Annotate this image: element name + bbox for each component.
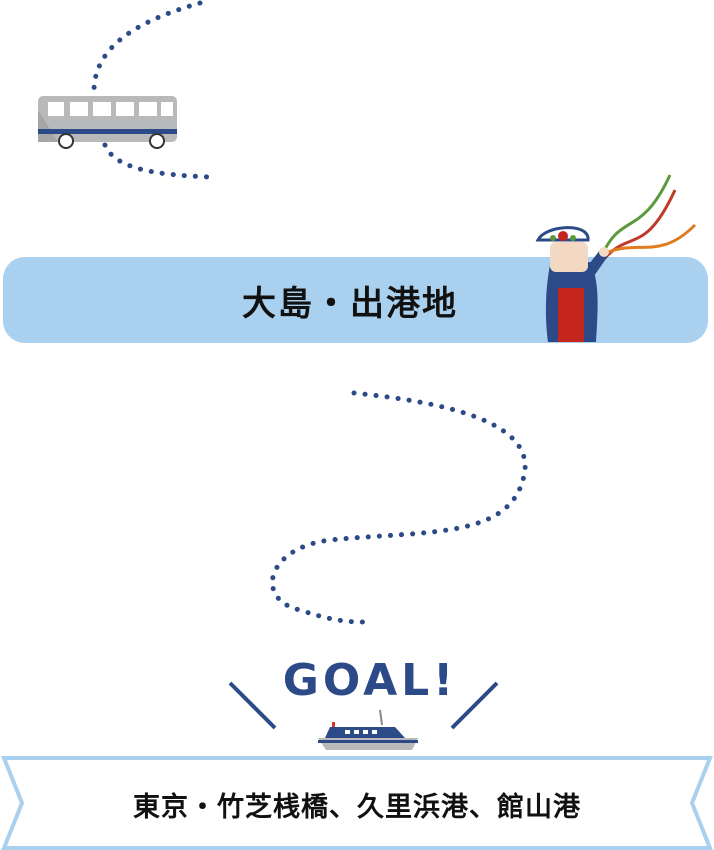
oshima-anko-mascot-icon — [535, 174, 697, 342]
destination-banner — [1, 756, 713, 850]
goal-ray-right — [450, 681, 499, 730]
ferry-icon — [318, 709, 418, 750]
departure-label: 大島・出港地 — [242, 283, 458, 324]
goal-label: GOAL! — [282, 654, 458, 706]
bus-icon — [38, 96, 177, 149]
goal-ray-left — [228, 681, 277, 730]
route-dotted-line-top — [91, 0, 213, 180]
destination-label: 東京・竹芝桟橋、久里浜港、館山港 — [133, 791, 581, 823]
route-dotted-line-middle — [269, 390, 528, 625]
